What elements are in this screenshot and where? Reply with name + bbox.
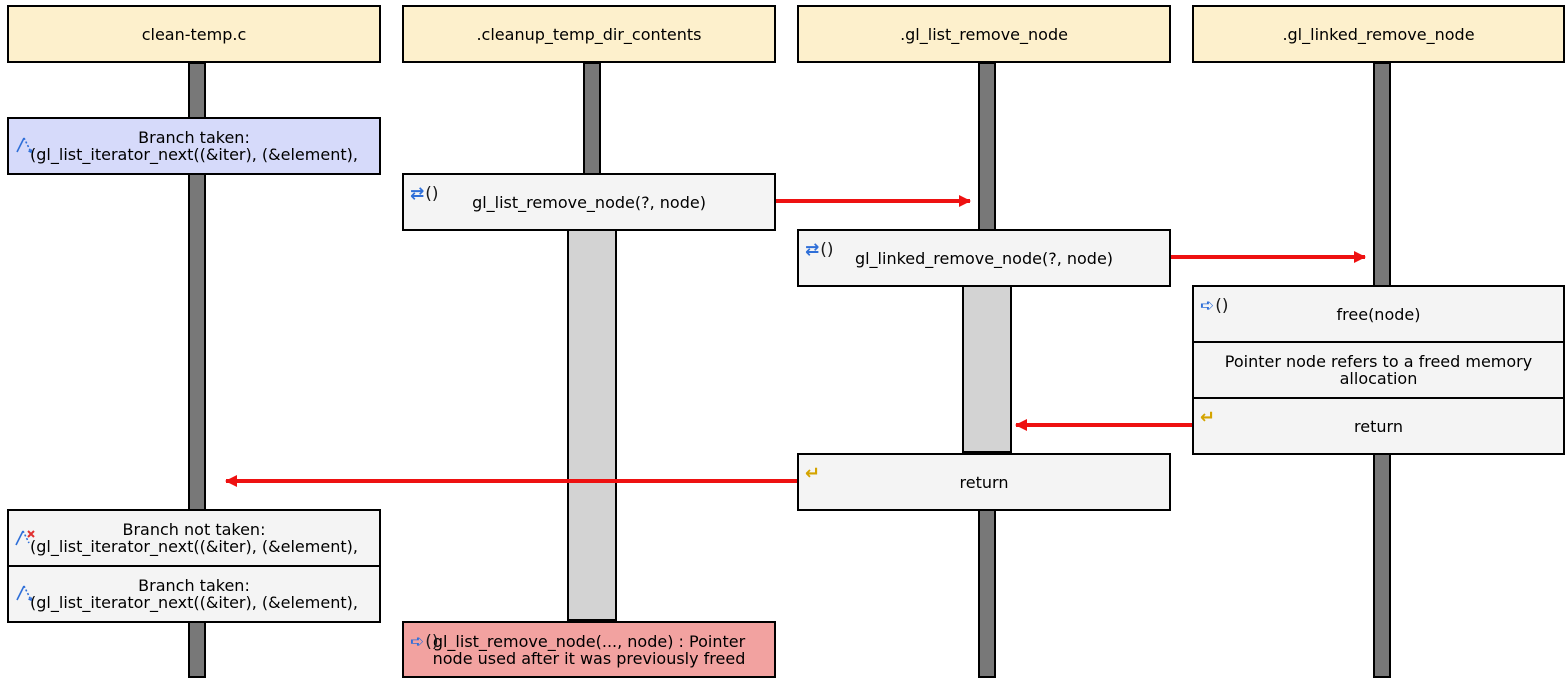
- branch-taken-icon: [16, 585, 33, 602]
- return-icon: ↵: [805, 463, 821, 484]
- lifeline-header-label: .cleanup_temp_dir_contents: [476, 24, 702, 44]
- call-icon: ➪(): [410, 632, 439, 652]
- activation-cleanup-temp-dir-contents: [567, 229, 617, 621]
- error-line-1: gl_list_remove_node(..., node) : Pointer: [432, 631, 746, 651]
- lifeline-header-gl-list-remove-node[interactable]: .gl_list_remove_node: [797, 5, 1171, 63]
- return-gl-linked-remove-node[interactable]: ↵ return: [1192, 397, 1565, 455]
- branch-taken-event-2[interactable]: Branch taken: (gl_list_iterator_next((&i…: [7, 565, 381, 623]
- error-line-2: node used after it was previously freed: [432, 648, 746, 668]
- branch-title: Branch taken:: [138, 128, 250, 147]
- branch-text: Branch not taken: (gl_list_iterator_next…: [30, 521, 358, 555]
- lifeline-header-clean-temp[interactable]: clean-temp.c: [7, 5, 381, 63]
- lifeline-header-label: .gl_list_remove_node: [900, 24, 1068, 44]
- call-label: gl_list_remove_node(?, node): [472, 192, 706, 212]
- call-label: gl_linked_remove_node(?, node): [854, 248, 1114, 268]
- note-freed-memory[interactable]: Pointer node refers to a freed memory al…: [1192, 341, 1565, 399]
- return-gl-list-remove-node[interactable]: ↵ return: [797, 453, 1171, 511]
- call-label: free(node): [1336, 304, 1421, 324]
- branch-text: Branch taken: (gl_list_iterator_next((&i…: [30, 577, 358, 611]
- lifeline-header-label: .gl_linked_remove_node: [1282, 24, 1475, 44]
- branch-taken-event[interactable]: Branch taken: (gl_list_iterator_next((&i…: [7, 117, 381, 175]
- return-label: return: [959, 472, 1009, 492]
- call-gl-list-remove-node[interactable]: ⇄() gl_list_remove_node(?, node): [402, 173, 776, 231]
- return-icon: ↵: [1200, 407, 1216, 428]
- branch-condition: (gl_list_iterator_next((&iter), (&elemen…: [30, 593, 358, 612]
- branch-condition: (gl_list_iterator_next((&iter), (&elemen…: [30, 537, 358, 556]
- branch-not-taken-icon: [15, 530, 35, 546]
- call-icon: ➪(): [1200, 296, 1229, 316]
- call-icon: ⇄(): [805, 240, 834, 260]
- branch-title: Branch taken:: [138, 576, 250, 595]
- lifeline-header-gl-linked-remove-node[interactable]: .gl_linked_remove_node: [1192, 5, 1565, 63]
- lifeline-header-label: clean-temp.c: [141, 24, 247, 44]
- activation-gl-list-remove-node: [962, 285, 1012, 453]
- lifeline-header-cleanup-temp-dir-contents[interactable]: .cleanup_temp_dir_contents: [402, 5, 776, 63]
- branch-text: Branch taken: (gl_list_iterator_next((&i…: [30, 129, 358, 163]
- note-label: Pointer node refers to a freed memory al…: [1224, 352, 1533, 388]
- branch-taken-icon: [16, 137, 33, 154]
- error-use-after-free[interactable]: ➪() gl_list_remove_node(..., node) : Poi…: [402, 621, 776, 678]
- call-gl-linked-remove-node[interactable]: ⇄() gl_linked_remove_node(?, node): [797, 229, 1171, 287]
- branch-title: Branch not taken:: [122, 520, 266, 539]
- branch-condition: (gl_list_iterator_next((&iter), (&elemen…: [30, 145, 358, 164]
- error-text: gl_list_remove_node(..., node) : Pointer…: [433, 633, 746, 667]
- return-label: return: [1354, 416, 1403, 436]
- call-icon: ⇄(): [410, 184, 439, 204]
